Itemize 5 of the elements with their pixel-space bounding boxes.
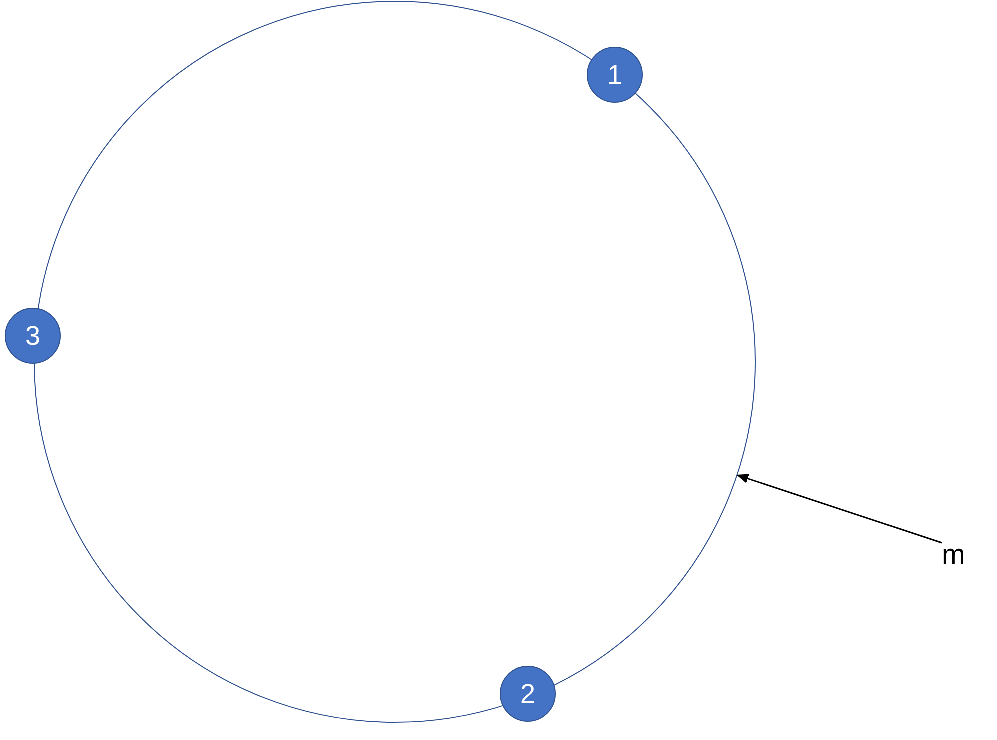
circle-number: 3 (25, 320, 41, 352)
point-label: m (942, 539, 966, 571)
arrow (736, 474, 942, 544)
circle-number: 2 (520, 678, 536, 710)
circle-number: 1 (607, 60, 623, 90)
